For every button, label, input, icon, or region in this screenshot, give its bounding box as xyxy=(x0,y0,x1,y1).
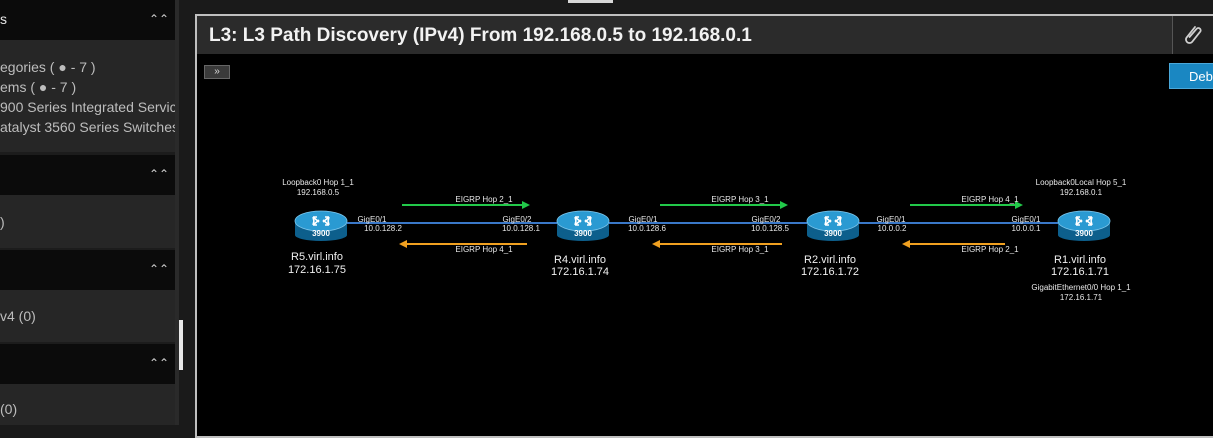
interface-ip: 10.0.128.2 xyxy=(364,224,402,233)
sidebar-section-body: (0) xyxy=(0,384,175,425)
paperclip-icon xyxy=(1185,26,1202,44)
reverse-path-arrow xyxy=(902,240,1005,248)
interface-ip: 10.0.0.2 xyxy=(878,224,907,233)
router-name: R4.virl.info xyxy=(554,254,606,266)
interface-ip: 10.0.128.5 xyxy=(751,224,789,233)
mgmt-interface-label: GigabitEthernet0/0 Hop 1_1 xyxy=(1031,283,1131,292)
sidebar-section-body: egories ( ● - 7 ) ems ( ● - 7 ) 900 Seri… xyxy=(0,40,175,152)
router-r1[interactable]: 3900 xyxy=(1057,210,1111,241)
chevron-up-icon[interactable]: ⌃⌃ xyxy=(149,262,170,276)
loopback-ip: 192.168.0.1 xyxy=(1060,188,1103,197)
chevron-up-icon[interactable]: ⌃⌃ xyxy=(149,356,170,370)
reverse-path-arrow xyxy=(399,240,527,248)
router-name: R5.virl.info xyxy=(291,251,343,263)
sidebar-section-header[interactable]: s ⌃⌃ xyxy=(0,0,175,40)
sidebar-section-header[interactable]: ⌃⌃ xyxy=(0,155,175,195)
sidebar-section-body: ) xyxy=(0,195,175,248)
sidebar-section-body: v4 (0) xyxy=(0,290,175,342)
router-ip: 172.16.1.72 xyxy=(801,266,859,278)
interface-label: GigE0/1 xyxy=(877,215,906,224)
interface-ip: 10.0.128.6 xyxy=(628,224,666,233)
interface-label: GigE0/1 xyxy=(629,215,658,224)
sidebar-section-header[interactable]: ⌃⌃ xyxy=(0,250,175,290)
router-cross-icon xyxy=(574,216,592,226)
router-model: 3900 xyxy=(1075,229,1093,238)
router-name: R2.virl.info xyxy=(804,254,856,266)
router-cross-icon xyxy=(824,216,842,226)
sidebar-item[interactable]: atalyst 3560 Series Switches xyxy=(0,119,175,135)
router-name: R1.virl.info xyxy=(1054,254,1106,266)
hop-label: EIGRP Hop 3_1 xyxy=(711,195,769,204)
scrollbar-handle[interactable] xyxy=(179,320,183,370)
router-r5[interactable]: 3900 xyxy=(294,210,348,241)
mgmt-interface-ip: 172.16.1.71 xyxy=(1060,293,1103,302)
hop-label: EIGRP Hop 2_1 xyxy=(455,195,513,204)
left-sidebar: s ⌃⌃ egories ( ● - 7 ) ems ( ● - 7 ) 900… xyxy=(0,0,175,425)
panel-header: L3: L3 Path Discovery (IPv4) From 192.16… xyxy=(197,16,1172,54)
router-ip: 172.16.1.74 xyxy=(551,266,609,278)
loopback-label: Loopback0 Hop 1_1 xyxy=(282,178,354,187)
active-tab-indicator xyxy=(568,0,613,3)
loopback-ip: 192.168.0.5 xyxy=(297,188,340,197)
chevron-up-icon[interactable]: ⌃⌃ xyxy=(149,167,170,181)
router-cross-icon xyxy=(1075,216,1093,226)
interface-label: GigE0/2 xyxy=(503,215,532,224)
sidebar-item[interactable]: (0) xyxy=(0,401,18,417)
interface-label: GigE0/1 xyxy=(1012,215,1041,224)
debug-button[interactable]: Debu xyxy=(1169,63,1213,89)
topology-diagram: EIGRP Hop 2_1 EIGRP Hop 4_1 EIGRP Hop 3_… xyxy=(282,178,1131,302)
interface-ip: 10.0.128.1 xyxy=(502,224,540,233)
panel-title: L3: L3 Path Discovery (IPv4) From 192.16… xyxy=(209,25,752,46)
router-r4[interactable]: 3900 xyxy=(556,210,610,241)
reverse-path-arrow xyxy=(652,240,782,248)
loopback-label: Loopback0Local Hop 5_1 xyxy=(1036,178,1127,187)
router-ip: 172.16.1.71 xyxy=(1051,266,1109,278)
forward-path-arrow xyxy=(660,201,788,209)
hop-label: EIGRP Hop 3_1 xyxy=(711,245,769,254)
sidebar-section-title: s xyxy=(0,11,7,27)
attach-button[interactable] xyxy=(1172,16,1213,54)
sidebar-item[interactable]: ) xyxy=(0,214,5,230)
interface-label: GigE0/2 xyxy=(752,215,781,224)
router-r2[interactable]: 3900 xyxy=(806,210,860,241)
router-ip: 172.16.1.75 xyxy=(288,264,346,276)
sidebar-item[interactable]: egories ( ● - 7 ) xyxy=(0,59,96,75)
interface-ip: 10.0.0.1 xyxy=(1012,224,1041,233)
sidebar-item[interactable]: ems ( ● - 7 ) xyxy=(0,79,77,95)
interface-label: GigE0/1 xyxy=(358,215,387,224)
path-discovery-panel: L3: L3 Path Discovery (IPv4) From 192.16… xyxy=(195,14,1213,438)
sidebar-item[interactable]: 900 Series Integrated Service xyxy=(0,99,175,115)
expand-button[interactable]: » xyxy=(204,65,230,79)
hop-label: EIGRP Hop 4_1 xyxy=(455,245,513,254)
forward-path-arrow xyxy=(910,201,1023,209)
router-model: 3900 xyxy=(824,229,842,238)
sidebar-item[interactable]: v4 (0) xyxy=(0,308,36,324)
router-cross-icon xyxy=(312,216,330,226)
router-model: 3900 xyxy=(574,229,592,238)
hop-label: EIGRP Hop 4_1 xyxy=(961,195,1019,204)
forward-path-arrow xyxy=(402,201,530,209)
chevron-up-icon[interactable]: ⌃⌃ xyxy=(149,12,170,26)
router-model: 3900 xyxy=(312,229,330,238)
sidebar-section-header[interactable]: ⌃⌃ xyxy=(0,344,175,384)
hop-label: EIGRP Hop 2_1 xyxy=(961,245,1019,254)
sidebar-divider[interactable] xyxy=(175,0,179,425)
